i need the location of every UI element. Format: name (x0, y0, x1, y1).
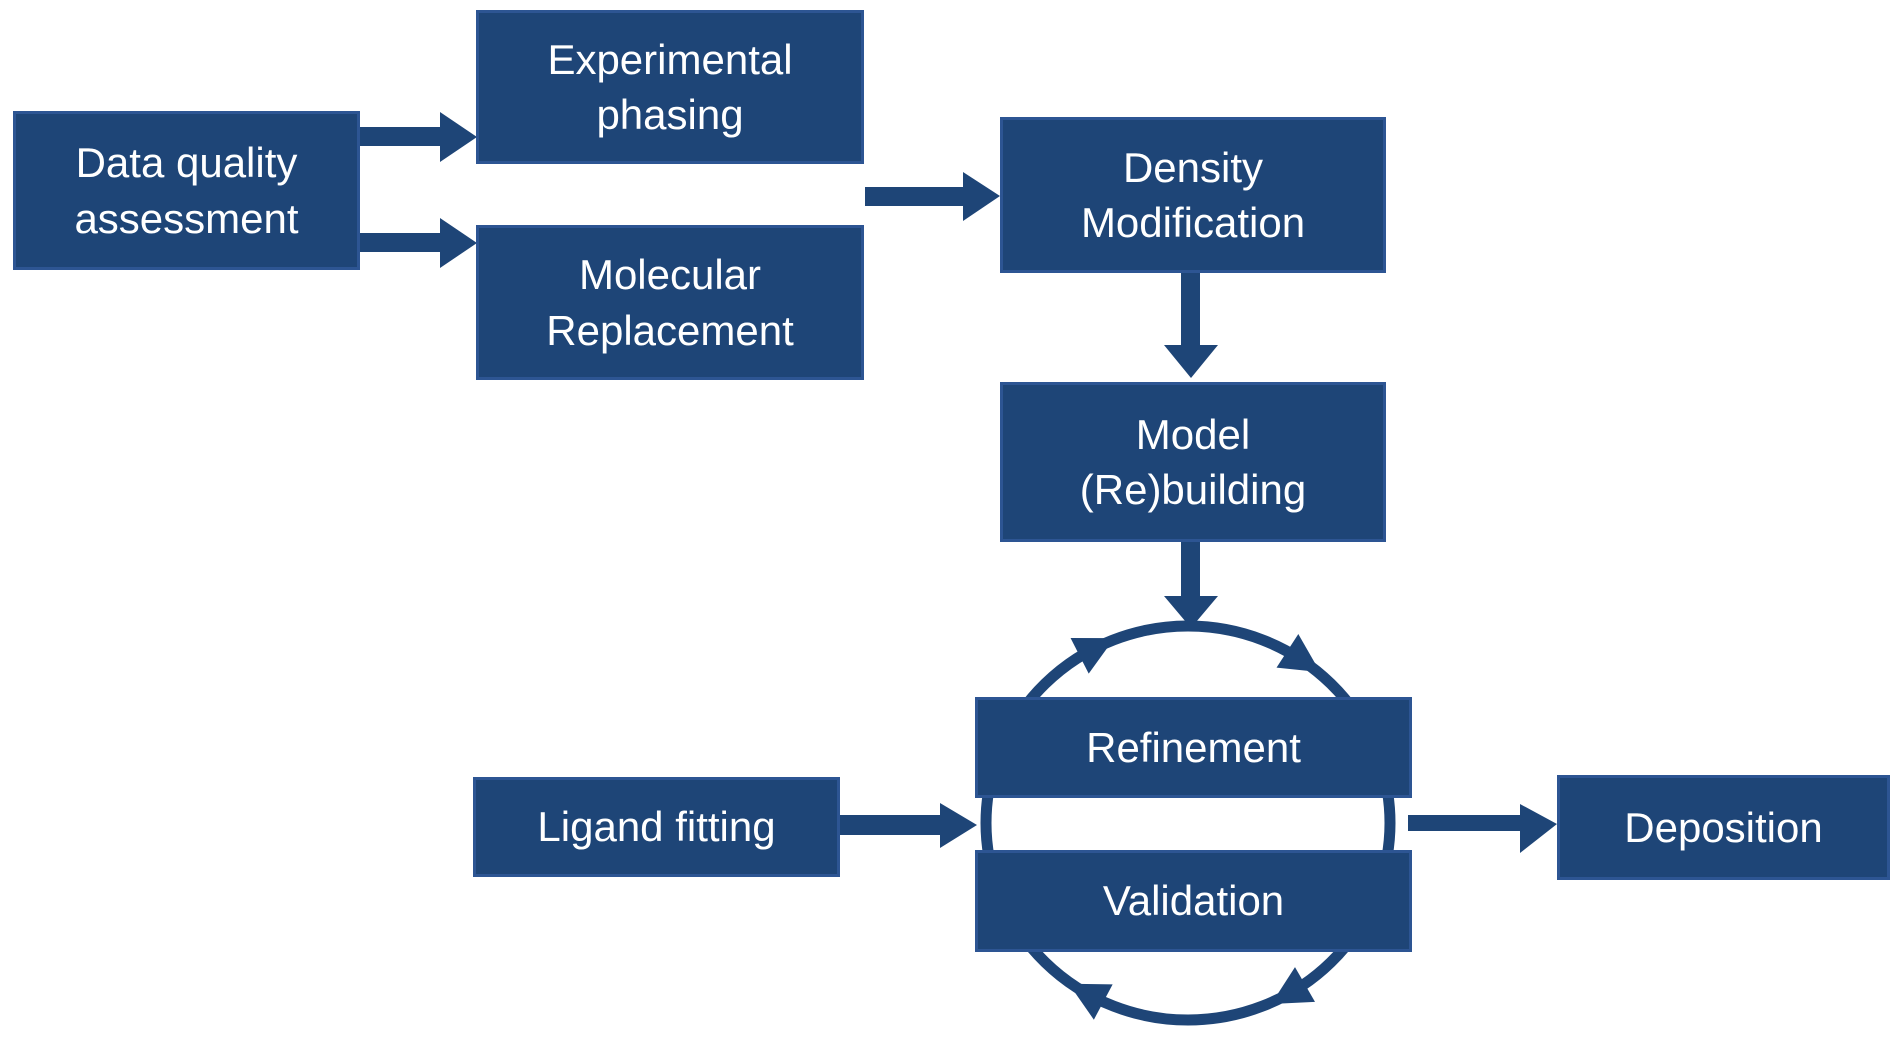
arrow-ligand-to-cycle (840, 803, 977, 848)
node-label: Density (1122, 143, 1264, 191)
node-validation: Validation (975, 850, 1412, 952)
node-label: Data quality (75, 139, 298, 187)
cycle-arrowhead-bottom-right-icon (1271, 967, 1315, 1004)
node-label: Replacement (546, 306, 794, 354)
arrow-density-to-model-rebuilding (1164, 273, 1218, 378)
cycle-arrowhead-top-right-icon (1276, 634, 1321, 673)
node-model-rebuilding: Model (Re)building (1000, 382, 1386, 542)
arrow-model-to-cycle (1164, 542, 1218, 628)
arrow-cycle-to-deposition (1408, 804, 1557, 853)
node-label: Ligand fitting (537, 803, 776, 851)
node-label: phasing (596, 91, 744, 138)
node-data-quality-assessment: Data quality assessment (13, 111, 360, 270)
node-label: Refinement (1086, 723, 1301, 771)
node-deposition: Deposition (1557, 775, 1890, 880)
arrow-phasing-to-density-modification (865, 172, 1000, 221)
node-label: Model (1135, 410, 1251, 458)
node-label: Validation (1102, 877, 1285, 925)
node-label: Deposition (1624, 803, 1823, 851)
node-refinement: Refinement (975, 697, 1412, 798)
node-label: assessment (74, 194, 299, 242)
arrow-dqa-to-molecular-replacement (360, 218, 477, 268)
node-molecular-replacement: Molecular Replacement (476, 225, 864, 380)
cycle-arrowhead-bottom-left-icon (1068, 983, 1113, 1020)
arrow-dqa-to-experimental-phasing (360, 112, 477, 162)
node-label: Experimental (547, 35, 793, 83)
node-ligand-fitting: Ligand fitting (473, 777, 840, 877)
node-experimental-phasing: Experimental phasing (476, 10, 864, 164)
cycle-ellipse (980, 620, 1396, 1026)
node-density-modification: Density Modification (1000, 117, 1386, 273)
cycle-arrowhead-top-left-icon (1070, 637, 1115, 674)
node-label: Modification (1080, 199, 1306, 246)
node-label: Molecular (578, 251, 762, 299)
node-label: (Re)building (1079, 466, 1307, 513)
